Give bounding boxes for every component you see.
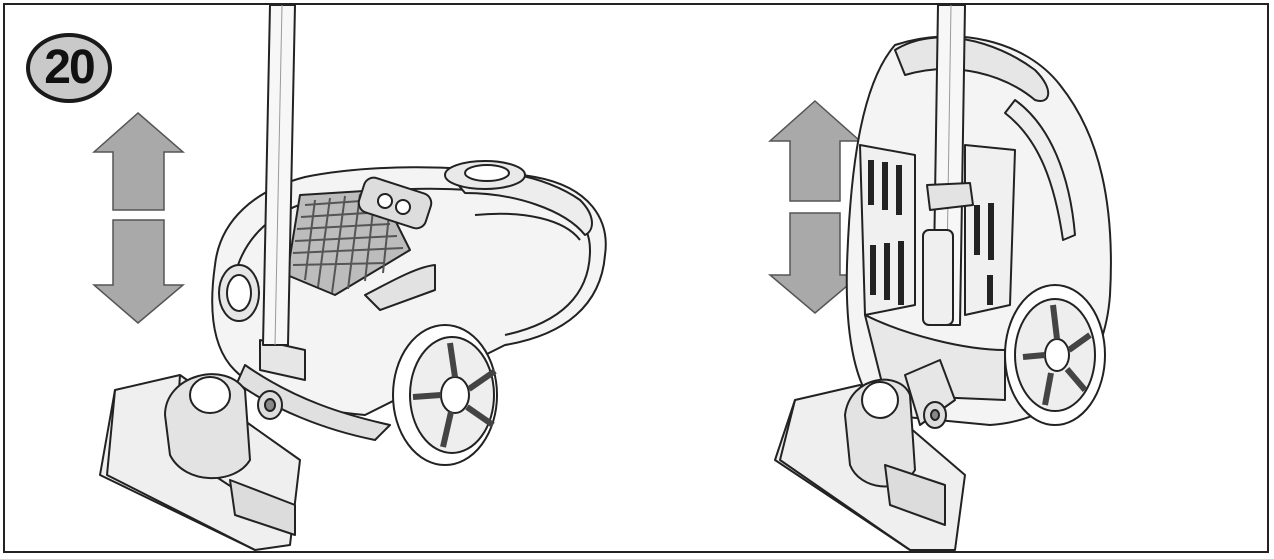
left-up-arrow-icon: [92, 112, 186, 211]
right-up-arrow-icon: [768, 99, 862, 202]
left-down-arrow-icon: [91, 219, 186, 324]
right-vacuum-cleaner: [774, 5, 1112, 551]
figure-frame: 20: [3, 3, 1269, 553]
illustration-canvas: [91, 5, 1112, 551]
step-number-badge: 20: [26, 33, 112, 103]
right-down-arrow-icon: [767, 212, 863, 314]
left-vacuum-cleaner: [99, 5, 607, 551]
step-number: 20: [44, 41, 95, 94]
